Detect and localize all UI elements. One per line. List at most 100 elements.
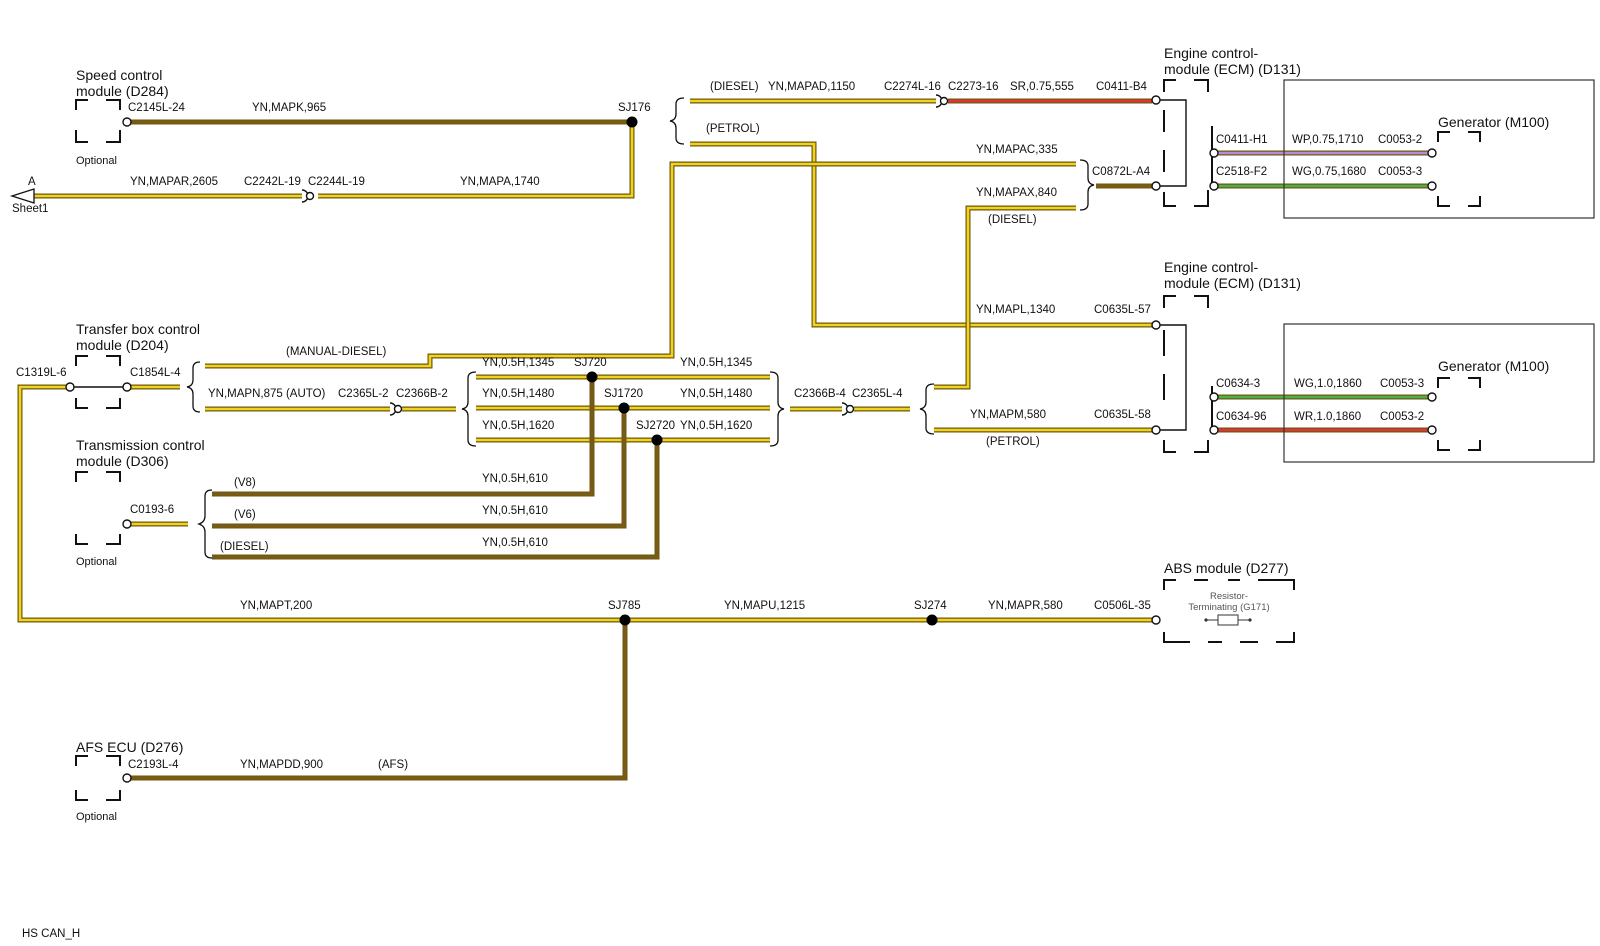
label-c1854l-4: C1854L-4 bbox=[130, 367, 181, 379]
label-c0634-3: C0634-3 bbox=[1216, 378, 1260, 390]
footer-signal-name: HS CAN_H bbox=[22, 928, 80, 940]
label-c2193l-4: C2193L-4 bbox=[128, 759, 179, 771]
label-c0872l-a4: C0872L-A4 bbox=[1092, 166, 1151, 178]
connector-c2365l-c2366b-2 bbox=[389, 402, 403, 416]
afs-wire bbox=[131, 620, 628, 781]
inline-connectors bbox=[301, 94, 949, 416]
wire-and-connector-labels: C2145L-24 YN,MAPK,965 SJ176 (DIESEL) YN,… bbox=[16, 81, 1424, 771]
pin-c0411-h1 bbox=[1209, 148, 1219, 158]
label-w-mapac: YN,MAPAC,335 bbox=[976, 144, 1058, 156]
ecm-mid-module: Engine control- module (ECM) (D131) bbox=[1151, 259, 1301, 453]
label-w-1480-a: YN,0.5H,1480 bbox=[482, 388, 554, 400]
pin-c0634-96 bbox=[1209, 425, 1219, 435]
connector-c2274l-c2273 bbox=[935, 94, 949, 108]
generator-mid: Generator (M100) bbox=[1283, 323, 1595, 463]
pin-c0872l-a4 bbox=[1151, 181, 1161, 191]
v8-wire bbox=[212, 377, 595, 497]
sheet-reference[interactable]: A Sheet1 bbox=[9, 176, 48, 215]
label-c0053-2-top: C0053-2 bbox=[1378, 134, 1422, 146]
transfer-box-module: Transfer box control module (D204) bbox=[65, 321, 200, 409]
label-c0193-6: C0193-6 bbox=[130, 504, 174, 516]
label-c2365l-4: C2365L-4 bbox=[852, 388, 903, 400]
pin-c0506l-35 bbox=[1151, 615, 1161, 625]
label-v8: (V8) bbox=[234, 477, 256, 489]
sheet-label[interactable]: Sheet1 bbox=[12, 203, 48, 215]
pin-c0193-6 bbox=[122, 519, 132, 529]
label-w-1345-a: YN,0.5H,1345 bbox=[482, 357, 554, 369]
label-w-610-a: YN,0.5H,610 bbox=[482, 473, 548, 485]
speed-control-title-1: Speed control bbox=[76, 67, 162, 83]
afs-note: Optional bbox=[76, 811, 117, 823]
label-c2274l-16: C2274L-16 bbox=[884, 81, 941, 93]
transfer-box-title-1: Transfer box control bbox=[76, 321, 200, 337]
ecm-top-module: Engine control- module (ECM) (D131) bbox=[1151, 45, 1301, 207]
resistor-symbol bbox=[1204, 614, 1252, 626]
ecm-top-title-2: module (ECM) (D131) bbox=[1164, 61, 1301, 77]
label-sj785: SJ785 bbox=[608, 600, 641, 612]
sheet-letter: A bbox=[28, 176, 36, 188]
transmission-note: Optional bbox=[76, 556, 117, 568]
v6-wire bbox=[212, 408, 627, 529]
label-w-610-c: YN,0.5H,610 bbox=[482, 537, 548, 549]
speed-control-note: Optional bbox=[76, 155, 117, 167]
harness-brackets bbox=[186, 97, 1095, 559]
mapax-wire bbox=[934, 205, 1076, 390]
transfer-box-title-2: module (D204) bbox=[76, 337, 169, 353]
label-w-mapl: YN,MAPL,1340 bbox=[976, 304, 1055, 316]
pin-c0634-3 bbox=[1209, 392, 1219, 402]
label-diesel-3: (DIESEL) bbox=[220, 541, 269, 553]
label-w-mapk: YN,MAPK,965 bbox=[252, 102, 326, 114]
label-w-wg-top: WG,0.75,1680 bbox=[1292, 166, 1366, 178]
connector-c2242l-c2244l bbox=[301, 189, 315, 203]
generator-top-title: Generator (M100) bbox=[1438, 114, 1549, 130]
label-w-mapdd: YN,MAPDD,900 bbox=[240, 759, 323, 771]
wires bbox=[17, 98, 1428, 781]
resistor-label-2: Terminating (G171) bbox=[1188, 602, 1269, 613]
transmission-title-2: module (D306) bbox=[76, 453, 169, 469]
diesel-610-wire bbox=[212, 440, 660, 560]
splices bbox=[586, 116, 938, 626]
pin-c0053-2-mid bbox=[1427, 425, 1437, 435]
splice-sj176 bbox=[626, 116, 638, 128]
label-sj274: SJ274 bbox=[914, 600, 947, 612]
label-w-1620-a: YN,0.5H,1620 bbox=[482, 420, 554, 432]
label-petrol-2: (PETROL) bbox=[986, 436, 1040, 448]
label-sj1720: SJ1720 bbox=[604, 388, 643, 400]
mapt-loop-wire bbox=[17, 384, 625, 623]
label-c1319l-6: C1319L-6 bbox=[16, 367, 67, 379]
label-manual-diesel: (MANUAL-DIESEL) bbox=[286, 346, 386, 358]
connector-c2366b-c2365l-4 bbox=[841, 402, 855, 416]
speed-control-module: Speed control module (D284) Optional bbox=[75, 67, 169, 167]
label-w-1345-b: YN,0.5H,1345 bbox=[680, 357, 752, 369]
label-petrol-1: (PETROL) bbox=[706, 123, 760, 135]
label-w-mapm: YN,MAPM,580 bbox=[970, 409, 1046, 421]
label-w-610-b: YN,0.5H,610 bbox=[482, 505, 548, 517]
label-w-sr: SR,0.75,555 bbox=[1010, 81, 1074, 93]
label-c2145l-24: C2145L-24 bbox=[128, 102, 186, 114]
abs-title: ABS module (D277) bbox=[1164, 560, 1289, 576]
pin-c2145l-24 bbox=[122, 117, 132, 127]
sheet-arrow-icon[interactable] bbox=[9, 188, 35, 204]
label-c0635l-58: C0635L-58 bbox=[1094, 409, 1151, 421]
ecm-top-title-1: Engine control- bbox=[1164, 45, 1259, 61]
abs-module: ABS module (D277) Resistor- Terminating … bbox=[1151, 560, 1295, 643]
pin-c0635l-58 bbox=[1151, 425, 1161, 435]
pin-c0053-2-top bbox=[1427, 148, 1437, 158]
ecm-mid-title-1: Engine control- bbox=[1164, 259, 1259, 275]
pin-c2193l-4 bbox=[122, 773, 132, 783]
splice-sj1720 bbox=[618, 402, 630, 414]
label-w-mapad: YN,MAPAD,1150 bbox=[768, 81, 855, 93]
label-diesel-2: (DIESEL) bbox=[988, 214, 1037, 226]
ecm-mid-title-2: module (ECM) (D131) bbox=[1164, 275, 1301, 291]
label-c0053-3-top: C0053-3 bbox=[1378, 166, 1422, 178]
label-w-wr: WR,1.0,1860 bbox=[1294, 411, 1361, 423]
label-c2273-16: C2273-16 bbox=[948, 81, 999, 93]
label-sj2720: SJ2720 bbox=[636, 420, 675, 432]
splice-sj274 bbox=[926, 614, 938, 626]
label-w-mapu: YN,MAPU,1215 bbox=[724, 600, 805, 612]
petrol-wire bbox=[690, 141, 1152, 328]
transmission-module: Transmission control module (D306) Optio… bbox=[75, 437, 205, 568]
label-c0053-2-mid: C0053-2 bbox=[1380, 411, 1424, 423]
label-w-wp: WP,0.75,1710 bbox=[1292, 134, 1363, 146]
